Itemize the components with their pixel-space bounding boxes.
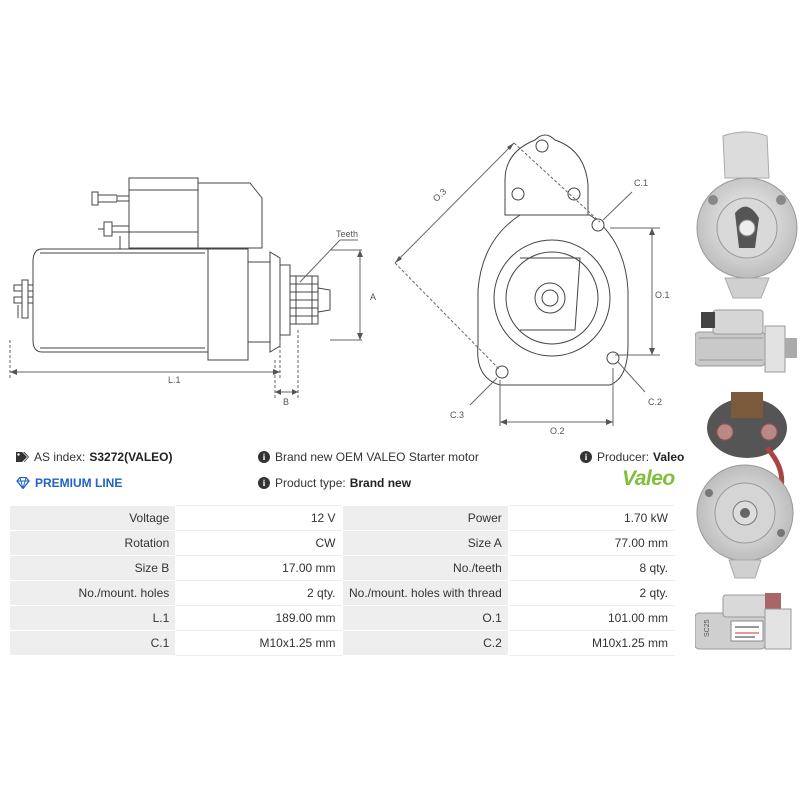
spec-value: 2 qty. [507, 580, 676, 606]
spec-value: 2 qty. [175, 580, 343, 606]
label-size-b: B [283, 397, 289, 407]
spec-label: O.1 [341, 605, 509, 631]
label-l1: L.1 [168, 375, 181, 385]
spec-label: Power [341, 505, 509, 531]
svg-text:SC25: SC25 [704, 619, 711, 637]
spec-value: M10x1.25 mm [507, 630, 676, 656]
diamond-icon [16, 477, 30, 489]
spec-label: No./mount. holes [8, 580, 177, 606]
product-type-value: Brand new [349, 476, 412, 490]
product-photo-label[interactable]: SC25 [695, 583, 800, 668]
product-type: i Product type: Brand new [258, 476, 411, 490]
spec-label: Voltage [8, 505, 177, 531]
spec-value: 1.70 kW [507, 505, 676, 531]
product-description: i Brand new OEM VALEO Starter motor [258, 450, 479, 464]
info-icon: i [258, 477, 270, 489]
spec-label: Rotation [8, 530, 177, 556]
spec-label: C.1 [8, 630, 177, 656]
label-teeth: Teeth [336, 229, 358, 239]
label-size-a: A [370, 292, 376, 302]
spec-value: CW [175, 530, 343, 556]
label-c2: C.2 [648, 397, 662, 407]
premium-line-label: PREMIUM LINE [35, 476, 123, 490]
producer-value: Valeo [653, 450, 685, 464]
spec-value: M10x1.25 mm [175, 630, 343, 656]
product-photo-terminal[interactable] [695, 388, 800, 583]
product-type-label: Product type: [275, 476, 346, 490]
valeo-logo[interactable]: Valeo [622, 467, 675, 490]
side-view-drawing: Teeth A L.1 B [9, 177, 376, 407]
spec-label: No./mount. holes with thread [341, 580, 509, 606]
spec-label: L.1 [8, 605, 177, 631]
description-text: Brand new OEM VALEO Starter motor [275, 450, 479, 464]
front-view-drawing: O.3 C.1 O.1 C.2 C.3 O.2 [394, 134, 670, 436]
spec-value: 12 V [175, 505, 343, 531]
spec-label: C.2 [341, 630, 509, 656]
as-index-value: S3272(VALEO) [89, 450, 173, 464]
spec-label: Size B [8, 555, 177, 581]
info-icon: i [580, 451, 592, 463]
tag-icon [16, 452, 29, 462]
spec-value: 101.00 mm [507, 605, 676, 631]
label-o1: O.1 [655, 290, 670, 300]
label-o3: O.3 [431, 186, 448, 203]
spec-label: No./teeth [341, 555, 509, 581]
spec-value: 8 qty. [507, 555, 676, 581]
spec-value: 17.00 mm [175, 555, 343, 581]
info-icon: i [258, 451, 270, 463]
as-index: AS index: S3272(VALEO) [16, 450, 173, 464]
as-index-label: AS index: [34, 450, 86, 464]
label-c1: C.1 [634, 178, 648, 188]
label-o2: O.2 [550, 426, 565, 436]
producer-label: Producer: [597, 450, 650, 464]
premium-line: PREMIUM LINE [16, 476, 122, 490]
spec-value: 189.00 mm [175, 605, 343, 631]
spec-label: Size A [341, 530, 509, 556]
product-photo-side[interactable] [695, 298, 800, 388]
label-c3: C.3 [450, 410, 464, 420]
spec-value: 77.00 mm [507, 530, 676, 556]
producer: i Producer: Valeo [580, 450, 684, 464]
product-photo-front[interactable] [695, 128, 800, 300]
